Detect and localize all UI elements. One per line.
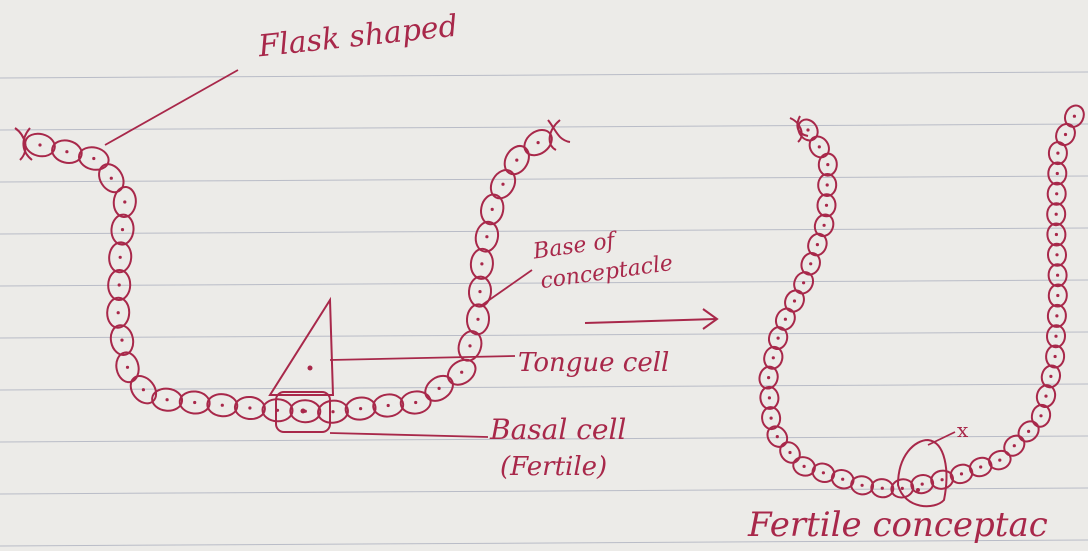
left-conceptacle-cell-nucleus [123,200,126,203]
right-conceptacle-cell-nucleus [772,356,775,359]
left-conceptacle-cell-nucleus [38,143,41,146]
right-conceptacle-cell-nucleus [806,128,809,131]
right-conceptacle-cell-nucleus [901,487,904,490]
left-conceptacle [23,125,557,425]
tongue-cell-nucleus [308,366,313,371]
right-arrow-icon [585,309,717,329]
right-conceptacle-cell-nucleus [1056,152,1059,155]
right-conceptacle-cell-nucleus [1064,133,1067,136]
right-conceptacle-cell-nucleus [788,451,791,454]
left-conceptacle-cell-nucleus [331,410,334,413]
rule-line [0,176,1088,182]
right-conceptacle-cell-nucleus [941,478,944,481]
leader-tongue [330,356,515,360]
right-conceptacle-cell-nucleus [841,478,844,481]
left-conceptacle-cell-nucleus [221,404,224,407]
left-conceptacle-cell-nucleus [119,256,122,259]
label-basal-cell-fertile: (Fertile) [500,454,607,480]
right-conceptacle-cell-nucleus [1054,355,1057,358]
right-conceptacle-cell-nucleus [979,465,982,468]
label-x-mark: x [957,420,968,440]
right-conceptacle-cell-nucleus [826,163,829,166]
left-conceptacle-cell-nucleus [166,398,169,401]
left-conceptacle-cell-nucleus [248,406,251,409]
right-conceptacle-cell-nucleus [770,417,773,420]
left-conceptacle-cell-nucleus [485,235,488,238]
right-conceptacle-cell-nucleus [1049,375,1052,378]
left-conceptacle-cell-nucleus [501,183,504,186]
right-conceptacle-cell-nucleus [1039,414,1042,417]
right-conceptacle-cell-nucleus [1055,314,1058,317]
right-conceptacle-cell-nucleus [809,262,812,265]
left-conceptacle-cell-nucleus [121,228,124,231]
left-conceptacle-cell-nucleus [126,366,129,369]
right-conceptacle-cell-nucleus [826,183,829,186]
right-conceptacle-cell-nucleus [816,243,819,246]
right-conceptacle-cell-nucleus [823,224,826,227]
left-conceptacle-cell-nucleus [537,141,540,144]
left-conceptacle-cell-nucleus [438,387,441,390]
right-conceptacle-cell-nucleus [1056,294,1059,297]
right-conceptacle-cell-nucleus [960,472,963,475]
chain-end-mark-left [15,128,32,160]
right-conceptacle-cell-nucleus [921,483,924,486]
left-conceptacle-cell-nucleus [193,401,196,404]
left-conceptacle-cell-nucleus [460,371,463,374]
right-conceptacle-cell-nucleus [1055,192,1058,195]
right-conceptacle-cell-nucleus [1055,233,1058,236]
left-conceptacle-cell-nucleus [359,407,362,410]
right-conceptacle-cell-nucleus [1055,253,1058,256]
right-conceptacle-cell-nucleus [1055,213,1058,216]
left-conceptacle-cell-nucleus [65,150,68,153]
right-conceptacle-cell-nucleus [998,459,1001,462]
right-conceptacle-cell-nucleus [822,471,825,474]
label-fertile-conceptacle: Fertile conceptac [748,508,1048,542]
right-conceptacle-cell-nucleus [768,396,771,399]
right-conceptacle-cell-nucleus [777,337,780,340]
tongue-cell-shape [270,300,333,395]
leader-basal [330,433,488,437]
right-conceptacle-cell-nucleus [1073,115,1076,118]
left-conceptacle-cell-nucleus [515,159,518,162]
fertile-cell-nucleus [916,488,920,492]
left-conceptacle-cell-nucleus [468,344,471,347]
left-conceptacle-cell-nucleus [387,404,390,407]
right-conceptacle-cell-nucleus [1054,335,1057,338]
left-conceptacle-cell-nucleus [478,290,481,293]
right-conceptacle-cell-nucleus [1027,430,1030,433]
right-conceptacle-cell-nucleus [784,318,787,321]
right-conceptacle-cell-nucleus [803,465,806,468]
right-conceptacle-cell-nucleus [1013,444,1016,447]
rule-line [0,72,1088,78]
left-conceptacle-cell-nucleus [142,388,145,391]
rule-line [0,332,1088,338]
left-conceptacle-cell-nucleus [110,177,113,180]
leader-x [928,432,955,445]
right-conceptacle-cell-nucleus [861,484,864,487]
left-conceptacle-cell-nucleus [120,339,123,342]
right-conceptacle-cell-nucleus [818,145,821,148]
right-conceptacle-cell-nucleus [1056,172,1059,175]
left-conceptacle-cell-nucleus [92,157,95,160]
left-conceptacle-cell-nucleus [414,401,417,404]
left-conceptacle-cell-nucleus [491,208,494,211]
right-conceptacle-cell-nucleus [802,281,805,284]
right-conceptacle-cell-nucleus [776,435,779,438]
left-conceptacle-cell-nucleus [118,283,121,286]
right-conceptacle-cell-nucleus [1056,274,1059,277]
right-conceptacle-cell-nucleus [767,376,770,379]
right-conceptacle-cell-nucleus [1044,395,1047,398]
label-basal-cell: Basal cell [490,416,626,444]
left-conceptacle-cell-nucleus [480,262,483,265]
right-conceptacle-cell-nucleus [825,204,828,207]
left-conceptacle-cell-nucleus [476,318,479,321]
right-conceptacle-cell-nucleus [793,299,796,302]
left-conceptacle-cell-nucleus [117,311,120,314]
label-tongue-cell: Tongue cell [518,350,669,376]
right-conceptacle-cell-nucleus [881,487,884,490]
basal-cell-nucleus [301,409,306,414]
leader-flask [105,70,238,145]
rule-line [0,228,1088,234]
